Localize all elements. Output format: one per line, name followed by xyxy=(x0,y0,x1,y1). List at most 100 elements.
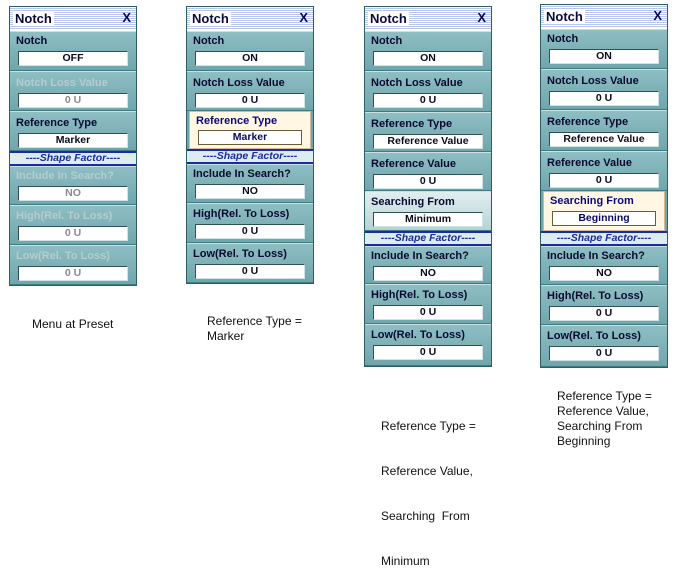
notch-loss-value: 0 U xyxy=(549,91,659,106)
notch-loss-value-field[interactable]: Notch Loss Value 0 U xyxy=(187,71,313,111)
notch-toggle[interactable]: Notch ON xyxy=(365,31,491,71)
high-rel-to-loss-field[interactable]: High(Rel. To Loss) 0 U xyxy=(541,285,667,325)
close-button[interactable]: X xyxy=(299,10,308,25)
reference-type-label: Reference Type xyxy=(16,117,98,129)
caption-line: Minimum xyxy=(381,554,430,568)
low-rel-to-loss-field[interactable]: Low(Rel. To Loss) 0 U xyxy=(365,324,491,366)
include-in-search-label: Include In Search? xyxy=(371,250,469,262)
include-in-search-label: Include In Search? xyxy=(193,168,291,180)
reference-type-button[interactable]: Reference Type Reference Value xyxy=(365,112,491,152)
reference-type-button[interactable]: Reference Type Reference Value xyxy=(541,110,667,151)
searching-from-value: Beginning xyxy=(552,211,656,226)
notch-loss-value-label: Notch Loss Value xyxy=(193,77,285,89)
reference-value-field[interactable]: Reference Value 0 U xyxy=(365,152,491,191)
low-rel-to-loss-label: Low(Rel. To Loss) xyxy=(547,330,641,342)
high-rel-to-loss-label: High(Rel. To Loss) xyxy=(193,208,290,220)
include-in-search-value: NO xyxy=(549,266,659,281)
notch-loss-value-label: Notch Loss Value xyxy=(371,77,463,89)
high-rel-to-loss-label: High(Rel. To Loss) xyxy=(371,289,468,301)
menu-title: Notch xyxy=(544,9,585,24)
caption-line: Reference Type = xyxy=(207,314,302,328)
reference-value-value: 0 U xyxy=(373,174,483,189)
title-bar: Notch X xyxy=(365,7,491,31)
shape-factor-header: ----Shape Factor---- xyxy=(187,149,313,164)
notch-label: Notch xyxy=(16,35,48,47)
shape-factor-header: ----Shape Factor---- xyxy=(365,231,491,246)
caption-line: Searching From xyxy=(557,419,643,433)
menu-title: Notch xyxy=(368,11,409,26)
low-rel-to-loss-field[interactable]: Low(Rel. To Loss) 0 U xyxy=(541,325,667,367)
searching-from-value: Minimum xyxy=(373,212,483,227)
searching-from-label: Searching From xyxy=(371,196,455,208)
include-in-search-label: Include In Search? xyxy=(547,250,645,262)
reference-type-value: Reference Value xyxy=(373,134,483,149)
high-rel-to-loss-value: 0 U xyxy=(195,224,305,239)
notch-menu-marker: Notch X Notch ON Notch Loss Value 0 U Re… xyxy=(186,6,314,284)
high-rel-to-loss-field[interactable]: High(Rel. To Loss) 0 U xyxy=(187,203,313,243)
menu-title: Notch xyxy=(13,11,54,26)
notch-label: Notch xyxy=(193,35,225,47)
include-in-search-button[interactable]: Include In Search? NO xyxy=(187,164,313,203)
caption-line: Menu at Preset xyxy=(32,317,114,331)
low-rel-to-loss-value: 0 U xyxy=(373,345,483,360)
title-bar: Notch X xyxy=(10,7,136,31)
close-button[interactable]: X xyxy=(122,10,131,25)
notch-loss-value: 0 U xyxy=(18,93,128,108)
notch-loss-value-field: Notch Loss Value 0 U xyxy=(10,71,136,111)
low-rel-to-loss-label: Low(Rel. To Loss) xyxy=(193,248,287,260)
close-button[interactable]: X xyxy=(477,10,486,25)
searching-from-button[interactable]: Searching From Beginning xyxy=(543,191,665,231)
reference-type-label: Reference Type xyxy=(547,116,629,128)
low-rel-to-loss-label: Low(Rel. To Loss) xyxy=(16,250,110,262)
include-in-search-value: NO xyxy=(195,184,305,199)
caption-line: Searching From xyxy=(381,509,470,523)
reference-type-button[interactable]: Reference Type Marker xyxy=(10,111,136,151)
title-bar: Notch X xyxy=(541,5,667,29)
caption-line: Reference Type = xyxy=(557,389,652,403)
include-in-search-value: NO xyxy=(18,186,128,201)
low-rel-to-loss-field[interactable]: Low(Rel. To Loss) 0 U xyxy=(187,243,313,283)
notch-toggle[interactable]: Notch OFF xyxy=(10,31,136,71)
high-rel-to-loss-field: High(Rel. To Loss) 0 U xyxy=(10,205,136,245)
notch-loss-value-field[interactable]: Notch Loss Value 0 U xyxy=(365,71,491,112)
caption-preset: Menu at Preset xyxy=(32,317,113,332)
high-rel-to-loss-value: 0 U xyxy=(373,305,483,320)
high-rel-to-loss-value: 0 U xyxy=(549,306,659,321)
caption-line: Beginning xyxy=(557,434,611,448)
reference-type-label: Reference Type xyxy=(196,115,278,127)
shape-factor-header: ----Shape Factor---- xyxy=(541,231,667,246)
reference-type-value: Reference Value xyxy=(549,132,659,147)
notch-value: ON xyxy=(373,51,483,66)
notch-loss-value: 0 U xyxy=(373,93,483,108)
close-button[interactable]: X xyxy=(653,8,662,23)
reference-value-label: Reference Value xyxy=(371,158,456,170)
notch-menu-preset: Notch X Notch OFF Notch Loss Value 0 U R… xyxy=(9,6,137,286)
caption-line: Reference Type = xyxy=(381,419,476,433)
caption-line: Marker xyxy=(207,329,245,343)
low-rel-to-loss-value: 0 U xyxy=(195,264,305,279)
reference-value-value: 0 U xyxy=(549,173,659,188)
notch-label: Notch xyxy=(547,33,579,45)
notch-value: ON xyxy=(549,49,659,64)
reference-type-button[interactable]: Reference Type Marker xyxy=(189,111,311,149)
notch-loss-value-label: Notch Loss Value xyxy=(16,77,108,89)
high-rel-to-loss-value: 0 U xyxy=(18,226,128,241)
reference-value-field[interactable]: Reference Value 0 U xyxy=(541,151,667,191)
notch-toggle[interactable]: Notch ON xyxy=(187,31,313,71)
caption-ref-value-beginning: Reference Type = Reference Value, Search… xyxy=(557,389,652,449)
notch-menu-ref-value-minimum: Notch X Notch ON Notch Loss Value 0 U Re… xyxy=(364,6,492,367)
notch-loss-value-field[interactable]: Notch Loss Value 0 U xyxy=(541,69,667,110)
notch-loss-value: 0 U xyxy=(195,93,305,108)
include-in-search-button[interactable]: Include In Search? NO xyxy=(541,246,667,285)
high-rel-to-loss-field[interactable]: High(Rel. To Loss) 0 U xyxy=(365,284,491,324)
searching-from-button[interactable]: Searching From Minimum xyxy=(365,191,491,231)
reference-type-value: Marker xyxy=(18,133,128,148)
notch-label: Notch xyxy=(371,35,403,47)
caption-line: Reference Value, xyxy=(381,464,473,478)
notch-toggle[interactable]: Notch ON xyxy=(541,29,667,69)
low-rel-to-loss-label: Low(Rel. To Loss) xyxy=(371,329,465,341)
low-rel-to-loss-value: 0 U xyxy=(549,346,659,361)
include-in-search-button[interactable]: Include In Search? NO xyxy=(365,246,491,284)
low-rel-to-loss-value: 0 U xyxy=(18,266,128,281)
include-in-search-value: NO xyxy=(373,266,483,281)
